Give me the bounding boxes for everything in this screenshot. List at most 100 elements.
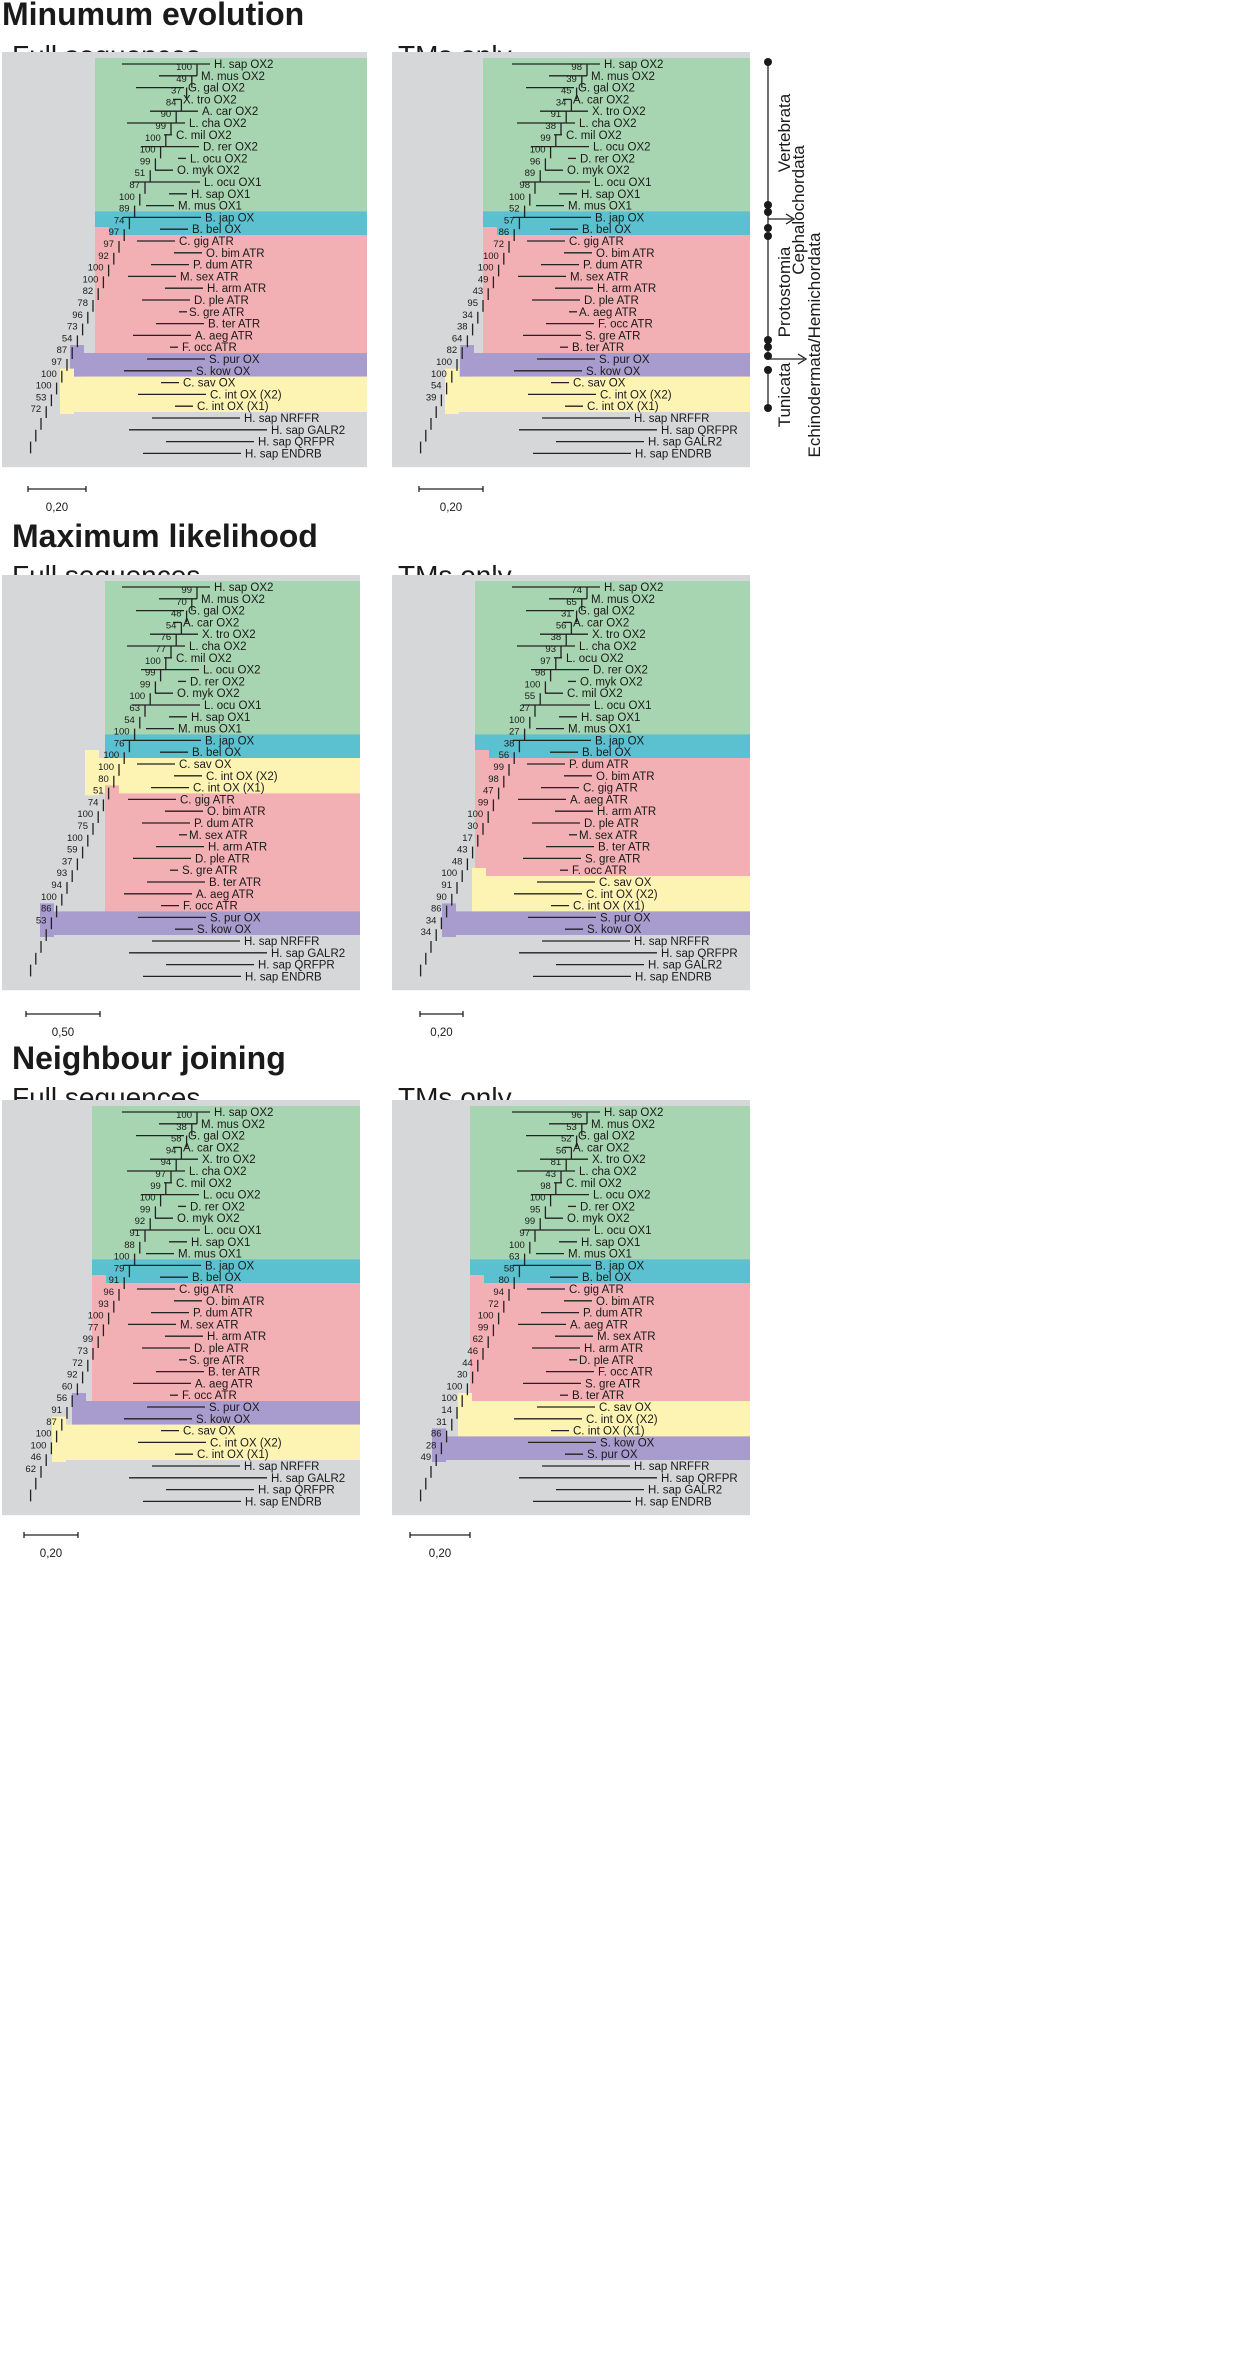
- leaf-label: H. sap OX1: [191, 712, 250, 724]
- leaf-label: B. jap OX: [595, 1260, 645, 1272]
- support-value: 91: [441, 880, 452, 891]
- support-value: 48: [452, 856, 463, 867]
- clade-band-vertebrata: [475, 581, 750, 735]
- support-value: 91: [109, 1275, 120, 1286]
- support-value: 76: [161, 632, 172, 643]
- leaf-label: D. ple ATR: [195, 853, 250, 865]
- clade-rail-dot: [764, 208, 772, 216]
- leaf-label: H. sap ENDRB: [635, 448, 712, 460]
- support-value: 94: [161, 1157, 172, 1168]
- clade-band-protostomia-stem: [483, 227, 497, 355]
- leaf-label: H. arm ATR: [207, 1331, 266, 1343]
- leaf-label: L. ocu OX1: [594, 177, 652, 189]
- support-value: 99: [540, 133, 551, 144]
- leaf-label: S. kow OX: [196, 366, 251, 378]
- clade-band-tunicata-stem: [458, 1393, 472, 1439]
- support-value: 34: [426, 915, 437, 926]
- leaf-label: C. int OX (X2): [206, 771, 278, 783]
- leaf-label: F. occ ATR: [598, 1367, 653, 1379]
- leaf-label: M. mus OX2: [591, 71, 655, 83]
- support-value: 37: [171, 86, 182, 97]
- support-value: 98: [488, 774, 499, 785]
- support-value: 72: [72, 1358, 83, 1369]
- support-value: 38: [545, 121, 556, 132]
- support-value: 56: [499, 750, 510, 761]
- leaf-label: L. cha OX2: [579, 641, 637, 653]
- leaf-label: M. mus OX2: [591, 1119, 655, 1131]
- leaf-label: G. gal OX2: [578, 83, 635, 95]
- support-value: 88: [124, 1240, 135, 1251]
- support-value: 100: [176, 62, 192, 73]
- leaf-label: P. dum ATR: [193, 1308, 253, 1320]
- leaf-label: H. sap ENDRB: [635, 971, 712, 983]
- support-value: 60: [62, 1381, 73, 1392]
- support-value: 51: [93, 786, 104, 797]
- support-value: 17: [462, 833, 473, 844]
- support-value: 100: [447, 1381, 463, 1392]
- support-value: 53: [36, 915, 47, 926]
- leaf-label: C. int OX (X1): [573, 901, 645, 913]
- leaf-label: G. gal OX2: [188, 1131, 245, 1143]
- clade-label-protostomia: Protostomia: [775, 246, 794, 337]
- support-value: 31: [561, 609, 572, 620]
- support-value: 63: [509, 1252, 520, 1263]
- leaf-label: P. dum ATR: [583, 1308, 643, 1320]
- leaf-label: H. sap GALR2: [271, 948, 345, 960]
- leaf-label: X. tro OX2: [592, 1154, 646, 1166]
- support-value: 99: [140, 1204, 151, 1215]
- support-value: 64: [452, 333, 463, 344]
- support-value: 51: [135, 168, 146, 179]
- leaf-label: O. myk OX2: [177, 1213, 240, 1225]
- support-value: 74: [114, 215, 125, 226]
- support-value: 100: [88, 1311, 104, 1322]
- leaf-label: H. sap OX2: [214, 1107, 273, 1119]
- leaf-label: D. rer OX2: [190, 1201, 245, 1213]
- leaf-label: L. ocu OX2: [203, 665, 261, 677]
- support-value: 100: [525, 679, 541, 690]
- support-value: 39: [426, 392, 437, 403]
- support-value: 100: [103, 750, 119, 761]
- leaf-label: H. sap OX2: [604, 1107, 663, 1119]
- support-value: 27: [509, 727, 520, 738]
- leaf-label: F. occ ATR: [182, 342, 237, 354]
- support-value: 63: [129, 703, 140, 714]
- leaf-label: C. int OX (X2): [210, 389, 282, 401]
- support-value: 100: [145, 656, 161, 667]
- leaf-label: H. sap NRFFR: [634, 413, 709, 425]
- support-value: 38: [551, 632, 562, 643]
- section-title-minimum-evolution: Minumum evolution: [2, 0, 305, 32]
- clade-band-protostomia: [475, 758, 750, 876]
- support-value: 99: [155, 121, 166, 132]
- leaf-label: O. bim ATR: [596, 771, 655, 783]
- leaf-label: P. dum ATR: [583, 260, 643, 272]
- leaf-label: O. bim ATR: [596, 248, 655, 260]
- scale-bar-label: 0,20: [46, 502, 68, 514]
- support-value: 86: [499, 227, 510, 238]
- clade-band-protostomia: [470, 1283, 750, 1401]
- support-value: 98: [540, 1181, 551, 1192]
- leaf-label: B. ter ATR: [208, 319, 260, 331]
- support-value: 52: [561, 1134, 572, 1145]
- clade-label-vertebrata: Vertebrata: [775, 93, 794, 172]
- leaf-label: B. jap OX: [205, 212, 255, 224]
- support-value: 80: [98, 774, 109, 785]
- support-value: 47: [483, 786, 494, 797]
- clade-label-tunicata: Tunicata: [775, 362, 794, 427]
- leaf-label: A. car OX2: [573, 1142, 629, 1154]
- clade-band-protostomia-stem: [105, 785, 119, 914]
- leaf-label: M. mus OX1: [568, 1249, 632, 1261]
- leaf-label: H. sap QRFPR: [661, 948, 738, 960]
- support-value: 89: [119, 204, 130, 215]
- leaf-label: O. bim ATR: [207, 806, 266, 818]
- support-value: 46: [31, 1452, 42, 1463]
- clade-band-vertebrata: [95, 58, 367, 212]
- support-value: 93: [545, 644, 556, 655]
- leaf-label: O. myk OX2: [567, 1213, 630, 1225]
- leaf-label: B. bel OX: [582, 747, 632, 759]
- support-value: 57: [504, 215, 515, 226]
- leaf-label: H. sap ENDRB: [245, 971, 322, 983]
- support-value: 59: [67, 845, 78, 856]
- leaf-label: P. dum ATR: [569, 759, 629, 771]
- leaf-label: O. bim ATR: [206, 1296, 265, 1308]
- leaf-label: S. pur OX: [209, 1402, 260, 1414]
